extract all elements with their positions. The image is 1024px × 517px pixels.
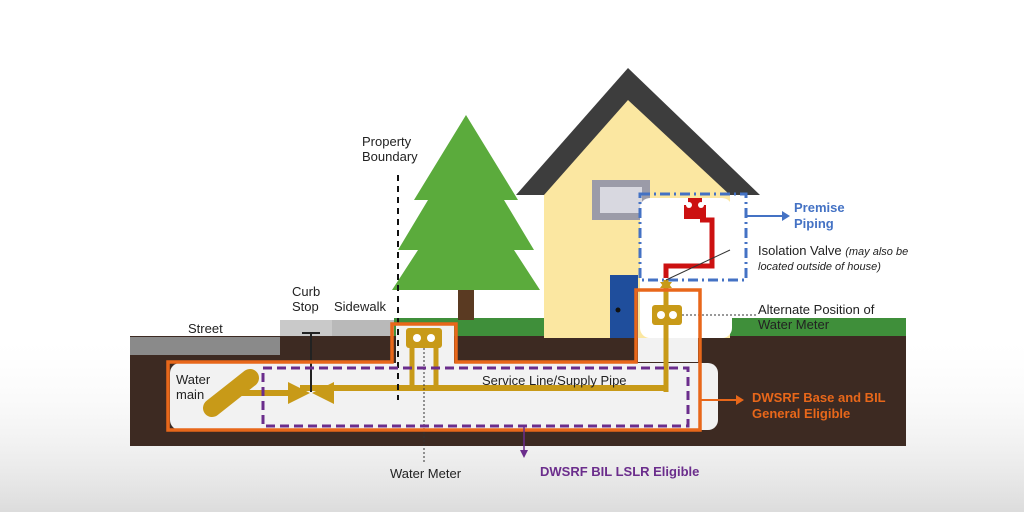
street-surface-top [130, 337, 280, 355]
door-knob [615, 307, 621, 313]
water-meter [406, 328, 442, 348]
premise-piping-box [638, 192, 748, 282]
service-line-label: Service Line/Supply Pipe [482, 373, 627, 388]
trench [170, 363, 718, 430]
alt-meter-label: Alternate Position of Water Meter [758, 302, 875, 332]
isolation-valve-label: Isolation Valve (may also be located out… [758, 243, 909, 273]
dwsrf-base-outline [166, 288, 702, 432]
water-main-label: Water main [176, 372, 211, 402]
isolation-valve-leader [665, 249, 731, 281]
faucet-handle [688, 198, 702, 206]
dwsrf-lslr-outline [261, 366, 690, 428]
faucet-body [684, 205, 706, 219]
premise-arrow-head [782, 211, 790, 221]
curb-valve-left [288, 382, 310, 404]
meter-dial-right [427, 334, 435, 342]
curb-valve-right [312, 382, 334, 404]
dwsrf-base-label: DWSRF Base and BIL General Eligible [752, 390, 886, 421]
curb-stop-label: Curb Stop [292, 284, 321, 314]
dwsrf-base-arrow-head [736, 395, 744, 405]
front-door [610, 275, 638, 338]
tree-canopy [392, 115, 540, 290]
isolation-valve-bottom [660, 282, 672, 290]
premise-pipe [663, 217, 715, 278]
alt-meter-dial-right [669, 311, 677, 319]
meter-dial-left [413, 334, 421, 342]
alt-meter-dial-left [657, 311, 665, 319]
sidewalk-surface [332, 320, 394, 338]
window-glass [600, 187, 642, 213]
lslr-arrow-head [520, 450, 528, 458]
water-meter-label: Water Meter [390, 466, 462, 481]
faucet-knob-left [686, 202, 692, 208]
premise-piping-label: Premise Piping [794, 200, 845, 231]
faucet-knob-right [698, 202, 704, 208]
curb [280, 320, 332, 338]
sidewalk-label: Sidewalk [334, 299, 387, 314]
alt-water-meter [652, 305, 682, 325]
street-label: Street [188, 321, 223, 336]
property-boundary-label: Property Boundary [362, 134, 418, 164]
water-main-pipe [203, 369, 259, 417]
dwsrf-lslr-label: DWSRF BIL LSLR Eligible [540, 464, 700, 479]
tree-trunk [458, 284, 474, 320]
